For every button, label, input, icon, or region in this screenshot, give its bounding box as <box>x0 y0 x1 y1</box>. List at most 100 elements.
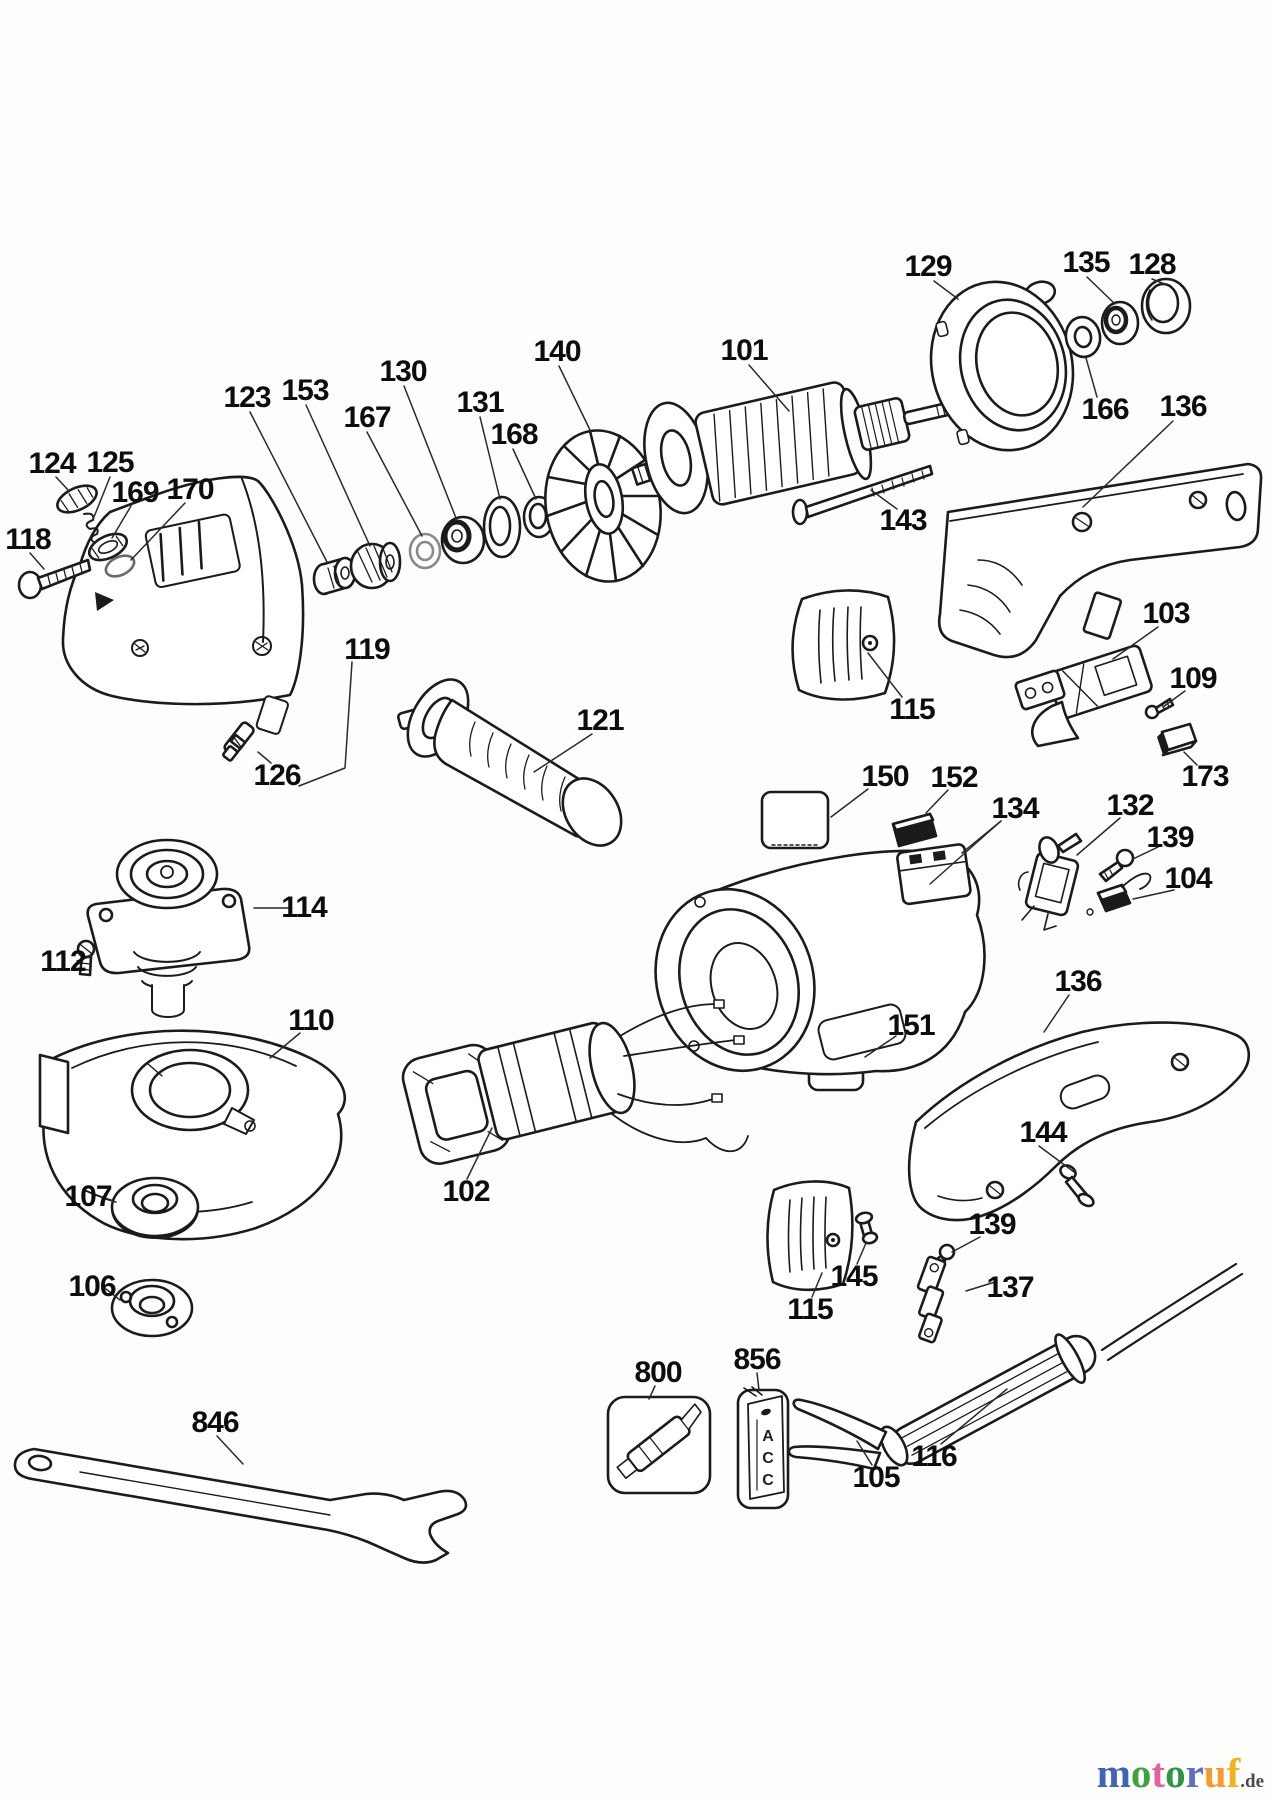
part-gear-housing <box>61 475 305 735</box>
part-screw-139-top <box>1098 848 1135 883</box>
part-label-137: 137 <box>986 1271 1034 1304</box>
part-handle-shell-136-bottom <box>907 1021 1250 1222</box>
part-washer-124 <box>56 484 98 514</box>
part-label-124: 124 <box>28 447 76 480</box>
part-label-121: 121 <box>576 704 624 737</box>
part-label-119: 119 <box>344 633 390 666</box>
part-label-102: 102 <box>442 1175 490 1208</box>
part-label-170: 170 <box>166 473 214 506</box>
part-bearing-135 <box>1100 300 1140 346</box>
part-box-173 <box>1157 722 1198 757</box>
part-side-handle-121 <box>396 678 623 847</box>
accessory-card-text: A C C <box>762 1428 774 1489</box>
part-sleeve-128 <box>1140 277 1192 335</box>
part-label-169: 169 <box>111 476 159 509</box>
part-label-140: 140 <box>533 335 581 368</box>
part-label-135: 135 <box>1062 246 1110 279</box>
part-label-145: 145 <box>830 1260 878 1293</box>
part-label-128: 128 <box>1128 248 1176 281</box>
part-screw-144 <box>1059 1164 1095 1208</box>
part-cap-152 <box>891 812 938 848</box>
part-label-115-top: 115 <box>889 693 935 726</box>
part-label-144: 144 <box>1019 1116 1067 1149</box>
part-label-173: 173 <box>1181 760 1229 793</box>
logo-letter: t <box>1151 1750 1166 1796</box>
part-clamp-nut-106 <box>110 1278 194 1338</box>
acc-letter: C <box>762 1472 774 1489</box>
logo-letter: f <box>1226 1750 1241 1796</box>
part-label-118: 118 <box>5 523 51 556</box>
part-brush-holder-132 <box>1017 832 1083 931</box>
part-gear-153 <box>349 541 402 590</box>
part-label-136-bottom: 136 <box>1054 965 1102 998</box>
part-label-167: 167 <box>343 401 391 434</box>
part-label-103: 103 <box>1142 597 1190 630</box>
part-handle-shell-136-top <box>937 462 1263 659</box>
part-label-139-top: 139 <box>1146 821 1194 854</box>
part-label-plate-150 <box>760 790 830 850</box>
part-washer-166 <box>1064 315 1102 359</box>
logo-letter: o <box>1130 1750 1152 1796</box>
part-strain-relief-105 <box>787 1398 909 1471</box>
acc-letter: A <box>762 1428 774 1445</box>
part-bearing-flange-114 <box>86 838 251 1018</box>
part-wheel-guard-110 <box>38 1029 347 1241</box>
part-label-800: 800 <box>634 1356 682 1389</box>
part-label-116: 116 <box>911 1440 957 1473</box>
part-label-115-bottom: 115 <box>787 1293 833 1326</box>
part-label-110: 110 <box>288 1004 334 1037</box>
part-inner-flange-107 <box>110 1176 200 1239</box>
part-label-130: 130 <box>379 355 427 388</box>
part-label-107: 107 <box>64 1180 112 1213</box>
part-washer-131 <box>482 495 522 559</box>
part-label-168: 168 <box>490 418 538 451</box>
part-label-104: 104 <box>1164 862 1212 895</box>
part-label-134: 134 <box>991 792 1039 825</box>
part-label-126: 126 <box>253 759 301 792</box>
part-screw-118 <box>17 558 92 600</box>
motoruf-logo[interactable]: motoruf.de <box>1097 1753 1264 1794</box>
logo-letter: m <box>1096 1750 1131 1796</box>
part-screw-143 <box>791 464 934 526</box>
terminal-block <box>896 843 972 906</box>
part-label-846: 846 <box>191 1406 239 1439</box>
part-label-139-bottom: 139 <box>968 1208 1016 1241</box>
part-switch-103 <box>1014 644 1153 748</box>
part-label-114: 114 <box>281 891 327 924</box>
part-motor-housing-134 <box>654 843 986 1076</box>
part-label-152: 152 <box>930 761 978 794</box>
part-label-101: 101 <box>720 334 768 367</box>
part-wrench-846 <box>13 1447 468 1564</box>
part-bearing-130 <box>440 515 486 565</box>
part-accessory-card-856 <box>736 1386 790 1510</box>
part-spindle-lock-pin <box>222 721 255 762</box>
part-label-123: 123 <box>223 381 271 414</box>
part-screw-145 <box>854 1211 879 1245</box>
part-label-105: 105 <box>852 1461 900 1494</box>
part-label-106: 106 <box>68 1270 116 1303</box>
part-bracket-137 <box>916 1255 947 1344</box>
part-carbon-brush-104 <box>1086 872 1152 916</box>
part-label-153: 153 <box>281 374 329 407</box>
logo-letter: o <box>1165 1750 1186 1796</box>
part-grease-tube-800 <box>606 1395 712 1495</box>
part-label-109: 109 <box>1169 662 1217 695</box>
part-field-coil-102 <box>401 999 749 1165</box>
part-label-150: 150 <box>861 760 909 793</box>
part-armature-101 <box>630 381 956 515</box>
part-label-151: 151 <box>887 1009 935 1042</box>
part-label-166: 166 <box>1081 393 1129 426</box>
logo-letter: u <box>1203 1750 1227 1796</box>
part-label-125: 125 <box>86 446 134 479</box>
acc-letter: C <box>762 1450 774 1467</box>
part-washer-167 <box>408 532 442 570</box>
part-label-856: 856 <box>733 1343 781 1376</box>
part-pinion-nut-123 <box>312 556 357 596</box>
part-slider-button <box>1082 591 1123 640</box>
part-brush-cover-115-bottom <box>766 1180 854 1292</box>
part-wave-washer-169 <box>87 532 129 562</box>
part-bearing-housing-129 <box>929 280 1075 452</box>
part-label-131: 131 <box>456 386 504 419</box>
